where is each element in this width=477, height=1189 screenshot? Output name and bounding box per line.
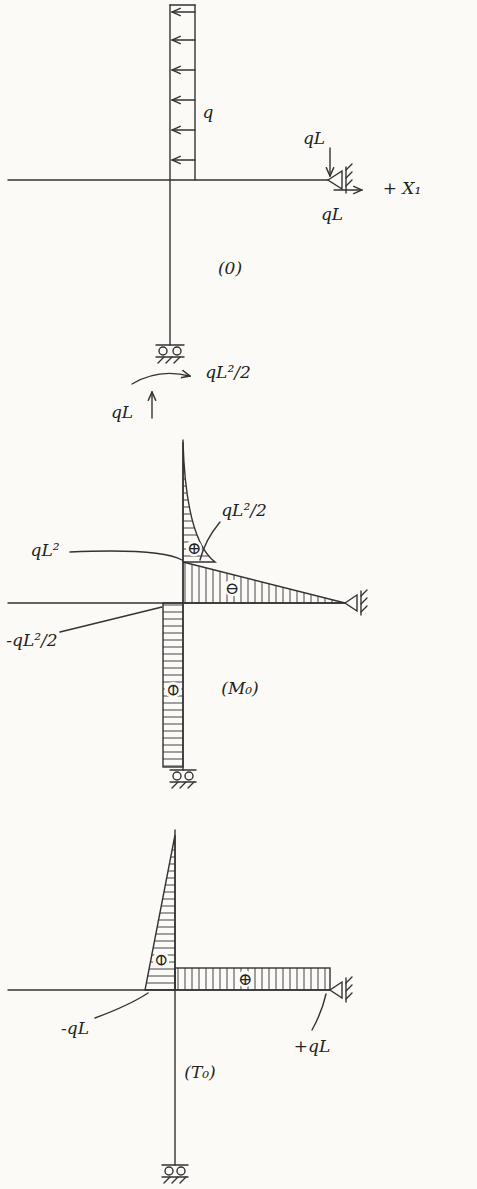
panel-label: (0) (218, 260, 242, 277)
moment-value: qL² (31, 542, 60, 559)
reaction-label: qL (321, 206, 343, 223)
load-label: q (203, 104, 214, 121)
shear-diagram (8, 830, 352, 1183)
sign-symbol: ⊕ (186, 540, 202, 557)
panel-label: (M₀) (221, 680, 259, 697)
unknown-label: + X₁ (383, 180, 422, 197)
moment-value: -qL²/2 (6, 632, 57, 649)
reaction-label: qL (303, 130, 325, 147)
shear-value: +qL (294, 1038, 330, 1055)
panel-label: (T₀) (184, 1064, 215, 1081)
sign-symbol: ⊕ (237, 971, 253, 988)
moment-value: qL²/2 (221, 502, 267, 519)
moment-reaction-label: qL²/2 (205, 364, 251, 381)
moment-diagram (8, 440, 367, 788)
loaded-frame (8, 5, 362, 418)
shear-value: -qL (61, 1020, 89, 1037)
reaction-label: qL (111, 404, 133, 421)
sign-symbol: ⊖ (165, 682, 182, 698)
sign-symbol: ⊖ (153, 952, 170, 968)
sign-symbol: ⊖ (224, 580, 240, 597)
